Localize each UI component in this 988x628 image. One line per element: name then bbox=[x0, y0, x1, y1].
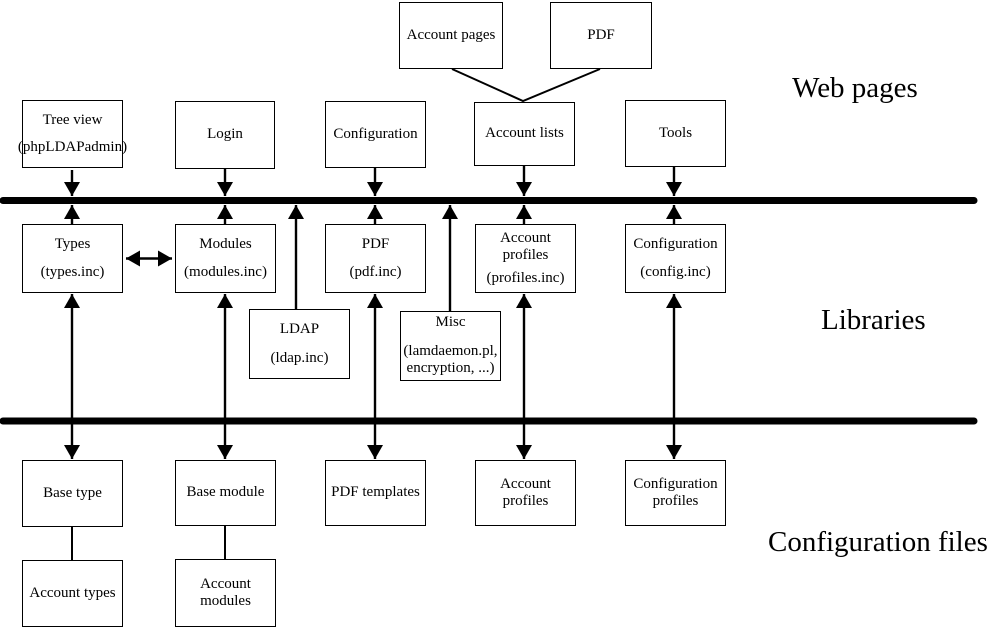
box-account-lists: Account lists bbox=[474, 102, 575, 166]
box-title: Misc bbox=[435, 314, 466, 330]
box-title: Configuration bbox=[633, 235, 718, 252]
box-title: PDF bbox=[587, 26, 615, 43]
box-title: PDF templates bbox=[331, 484, 420, 501]
box-base-module: Base module bbox=[175, 460, 276, 526]
box-subtitle: (ldap.inc) bbox=[270, 349, 329, 366]
box-subtitle: (phpLDAPadmin) bbox=[17, 139, 128, 156]
box-login: Login bbox=[175, 101, 275, 169]
box-types: Types (types.inc) bbox=[22, 224, 123, 293]
box-pdf-page: PDF bbox=[550, 2, 652, 69]
section-label-libraries: Libraries bbox=[821, 304, 926, 336]
box-title: Configuration bbox=[333, 125, 418, 142]
box-title: Tree view bbox=[42, 111, 103, 128]
box-configuration-lib: Configuration (config.inc) bbox=[625, 224, 726, 293]
box-title: Account profiles bbox=[500, 230, 551, 264]
box-configuration-page: Configuration bbox=[325, 101, 426, 168]
box-pdf-templates: PDF templates bbox=[325, 460, 426, 526]
box-subtitle: (config.inc) bbox=[640, 263, 711, 280]
box-tools: Tools bbox=[625, 100, 726, 167]
box-subtitle: (profiles.inc) bbox=[486, 269, 565, 286]
box-title: Account modules bbox=[200, 575, 251, 609]
box-title: Account types bbox=[29, 584, 116, 601]
box-subtitle: (modules.inc) bbox=[184, 263, 267, 280]
box-subtitle: (types.inc) bbox=[40, 263, 105, 280]
box-title: Login bbox=[207, 126, 243, 143]
box-title: Configuration profiles bbox=[633, 475, 718, 509]
box-title: LDAP bbox=[279, 321, 320, 338]
box-title: Modules bbox=[199, 235, 252, 252]
box-title: Base type bbox=[43, 484, 102, 501]
connector-accountpages-pdf-to-accountlists bbox=[451, 68, 601, 103]
box-tree-view: Tree view (phpLDAPadmin) bbox=[18, 100, 127, 168]
box-pdf-lib: PDF (pdf.inc) bbox=[325, 224, 426, 293]
box-modules: Modules (modules.inc) bbox=[175, 224, 276, 293]
box-configuration-profiles: Configuration profiles bbox=[625, 460, 726, 526]
box-account-modules: Account modules bbox=[175, 559, 276, 627]
box-account-profiles-files: Account profiles bbox=[475, 460, 576, 526]
box-title: PDF bbox=[361, 235, 390, 252]
box-account-pages: Account pages bbox=[399, 2, 503, 69]
box-title: Types bbox=[54, 235, 91, 252]
box-subtitle: (lamdaemon.pl, encryption, ...) bbox=[403, 342, 498, 376]
box-account-types: Account types bbox=[22, 560, 123, 627]
box-title: Account lists bbox=[485, 125, 564, 142]
box-title: Tools bbox=[658, 124, 693, 141]
box-title: Base module bbox=[186, 484, 265, 501]
section-label-web-pages: Web pages bbox=[792, 72, 918, 104]
box-account-profiles-lib: Account profiles (profiles.inc) bbox=[475, 224, 576, 293]
box-misc: Misc (lamdaemon.pl, encryption, ...) bbox=[400, 311, 501, 381]
box-title: Account pages bbox=[406, 26, 496, 43]
box-title: Account profiles bbox=[500, 475, 551, 509]
box-ldap: LDAP (ldap.inc) bbox=[249, 309, 350, 379]
section-label-configuration-files: Configuration files bbox=[768, 526, 988, 558]
box-base-type: Base type bbox=[22, 460, 123, 527]
box-subtitle: (pdf.inc) bbox=[349, 263, 402, 280]
